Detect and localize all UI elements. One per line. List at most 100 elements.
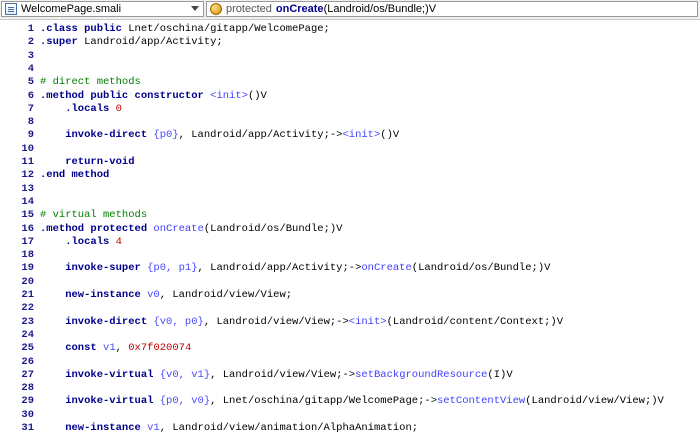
line-number: 10 xyxy=(21,142,34,155)
method-icon xyxy=(210,3,222,15)
method-name: onCreate xyxy=(275,3,324,15)
code-text: .end method xyxy=(40,168,109,182)
code-token: (I)V xyxy=(487,368,513,381)
code-text: return-void xyxy=(40,155,135,169)
line-number: 17 xyxy=(21,235,34,248)
code-text: # direct methods xyxy=(40,75,141,89)
line-number: 26 xyxy=(21,355,34,368)
line-number: 31 xyxy=(21,422,34,434)
code-token: setContentView xyxy=(437,395,526,408)
code-text: invoke-direct {p0}, Landroid/app/Activit… xyxy=(40,128,399,142)
line-number: 24 xyxy=(21,328,34,341)
smali-file-icon xyxy=(5,3,17,15)
code-token: ()V xyxy=(380,129,400,142)
code-token: new-instance xyxy=(40,422,148,434)
code-token: invoke-super xyxy=(40,262,148,275)
line-number: 30 xyxy=(21,408,34,421)
code-token: const xyxy=(40,342,104,355)
code-text: new-instance v0, Landroid/view/View; xyxy=(40,288,292,302)
code-token: (Landroid/view/View;)V xyxy=(525,395,664,408)
code-text: .super Landroid/app/Activity; xyxy=(40,35,223,49)
code-token: # direct methods xyxy=(40,76,141,89)
code-token: 0 xyxy=(115,102,122,115)
code-token: invoke-direct xyxy=(40,315,154,328)
code-text: .method public constructor <init>()V xyxy=(40,89,267,103)
code-text: .method protected onCreate(Landroid/os/B… xyxy=(40,222,342,236)
code-token: , Landroid/app/Activity;-> xyxy=(178,129,343,142)
code-token: return-void xyxy=(40,156,135,168)
line-number: 14 xyxy=(21,195,34,208)
method-signature: (Landroid/os/Bundle;)V xyxy=(323,3,437,15)
code-token: invoke-direct xyxy=(40,129,154,142)
code-token: (Landroid/content/Context;)V xyxy=(386,315,564,328)
file-selector-dropdown[interactable]: WelcomePage.smali xyxy=(1,1,204,17)
code-token: v0 xyxy=(147,289,160,301)
code-token: ()V xyxy=(247,89,267,102)
line-number: 11 xyxy=(21,156,34,168)
code-token: (Landroid/os/Bundle;)V xyxy=(203,222,343,235)
code-editor[interactable]: 1 .class public Lnet/oschina/gitapp/Welco… xyxy=(0,20,700,434)
code-token: {p0, p1} xyxy=(147,262,198,275)
code-text: .locals 4 xyxy=(40,235,122,249)
line-number: 8 xyxy=(27,116,34,129)
method-selector-dropdown[interactable]: protected onCreate (Landroid/os/Bundle;)… xyxy=(206,1,698,17)
code-token: <init> xyxy=(348,315,387,328)
code-token: {p0} xyxy=(153,129,179,142)
code-token: .method protected xyxy=(40,222,154,235)
code-token: Lnet/oschina/gitapp/WelcomePage; xyxy=(128,23,330,35)
code-token: {p0, v0} xyxy=(159,395,211,408)
code-text: # virtual methods xyxy=(40,208,147,222)
code-text: .class public Lnet/oschina/gitapp/Welcom… xyxy=(40,22,330,36)
chevron-down-icon[interactable] xyxy=(191,6,199,11)
code-token: invoke-virtual xyxy=(40,368,160,381)
code-token: <init> xyxy=(210,89,248,102)
code-token: invoke-virtual xyxy=(40,395,160,408)
code-token: .class public xyxy=(40,23,129,35)
code-token: .locals xyxy=(40,102,116,115)
line-number: 12 xyxy=(21,169,34,182)
line-number: 1 xyxy=(27,23,34,35)
code-token: , Landroid/view/View;-> xyxy=(210,368,356,381)
code-token: .end method xyxy=(40,169,110,182)
code-token: 0x7f020074 xyxy=(128,342,192,355)
line-number: 22 xyxy=(21,302,34,315)
line-number: 5 xyxy=(27,76,34,89)
line-number: 21 xyxy=(21,289,34,301)
code-token: , xyxy=(115,342,129,355)
method-modifier: protected xyxy=(226,3,272,15)
line-number: 16 xyxy=(21,222,34,235)
code-token: Landroid/app/Activity; xyxy=(84,36,223,49)
code-token: {v0, p0} xyxy=(153,315,204,328)
line-number: 15 xyxy=(21,209,34,222)
line-number: 2 xyxy=(27,36,34,49)
line-number: 3 xyxy=(27,49,34,62)
line-number: 28 xyxy=(21,382,34,395)
code-text: invoke-direct {v0, p0}, Landroid/view/Vi… xyxy=(40,315,563,329)
code-text: invoke-super {p0, p1}, Landroid/app/Acti… xyxy=(40,261,550,275)
code-token: .super xyxy=(40,36,85,49)
code-token: {v0, v1} xyxy=(159,368,211,381)
code-token: .locals xyxy=(40,235,116,248)
code-text: const v1, 0x7f020074 xyxy=(40,341,191,355)
code-text: new-instance v1, Landroid/view/animation… xyxy=(40,421,418,435)
code-token: .method public constructor xyxy=(40,89,211,102)
code-token: , Landroid/view/View;-> xyxy=(203,315,349,328)
file-selector-label: WelcomePage.smali xyxy=(21,3,122,15)
code-token: 4 xyxy=(115,235,122,248)
line-number: 13 xyxy=(21,182,34,195)
line-number: 19 xyxy=(21,262,34,275)
code-token: v1 xyxy=(103,342,116,355)
line-number: 20 xyxy=(21,275,34,288)
code-text: .locals 0 xyxy=(40,102,122,116)
code-token: (Landroid/os/Bundle;)V xyxy=(411,262,551,275)
line-number: 23 xyxy=(21,315,34,328)
line-number: 27 xyxy=(21,368,34,381)
code-token: v1 xyxy=(147,422,160,434)
line-number: 7 xyxy=(27,102,34,115)
line-number: 4 xyxy=(27,62,34,75)
code-token: , Landroid/view/animation/AlphaAnimation… xyxy=(159,422,419,434)
code-token: onCreate xyxy=(361,262,412,275)
code-text: invoke-virtual {v0, v1}, Landroid/view/V… xyxy=(40,368,513,382)
code-token: # virtual methods xyxy=(40,209,148,222)
editor-toolbar: WelcomePage.smali protected onCreate (La… xyxy=(0,0,700,20)
